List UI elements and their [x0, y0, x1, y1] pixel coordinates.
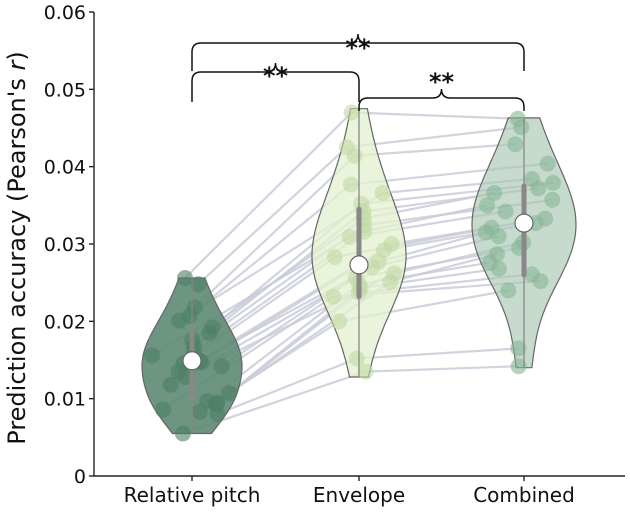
data-point — [544, 191, 561, 208]
data-point — [382, 273, 399, 290]
x-tick-label: Envelope — [313, 483, 405, 507]
data-point — [507, 136, 524, 153]
y-tick-label: 0.03 — [44, 234, 86, 256]
data-point — [500, 282, 517, 299]
data-point — [510, 358, 527, 375]
significance-label: ** — [345, 34, 371, 62]
data-point — [477, 224, 494, 241]
data-point — [497, 203, 514, 220]
data-point — [357, 363, 374, 380]
y-tick-label: 0.02 — [44, 311, 86, 333]
data-point — [177, 270, 193, 286]
data-point — [171, 312, 188, 329]
data-point — [346, 147, 363, 164]
significance-label: ** — [429, 68, 455, 96]
y-axis-label-main: Prediction accuracy (Pearson's — [3, 71, 31, 445]
x-tick-label: Relative pitch — [124, 483, 261, 507]
y-tick-label: 0 — [74, 466, 86, 488]
data-point — [486, 185, 503, 201]
data-point — [326, 249, 343, 266]
data-point — [201, 324, 218, 341]
data-points — [144, 104, 561, 442]
data-point — [532, 273, 549, 290]
median-marker — [349, 255, 369, 275]
data-point — [343, 104, 360, 121]
y-axis-label-italic: r — [3, 59, 31, 71]
data-point — [490, 228, 507, 245]
data-point — [209, 406, 226, 423]
data-point — [490, 260, 507, 277]
y-axis-label: Prediction accuracy (Pearson's r) — [3, 51, 31, 444]
data-point — [341, 229, 358, 245]
data-point — [348, 350, 365, 367]
data-point — [510, 340, 527, 357]
y-axis-label-close: ) — [3, 51, 31, 60]
significance-label: ** — [263, 62, 289, 90]
significance-bracket — [191, 62, 360, 102]
data-point — [374, 185, 391, 201]
data-point — [190, 276, 207, 293]
data-point — [342, 176, 359, 193]
data-point — [325, 288, 342, 305]
median-marker — [182, 351, 202, 371]
y-tick-label: 0.04 — [44, 157, 86, 179]
data-point — [162, 376, 179, 393]
data-point — [213, 358, 230, 375]
median-marker — [514, 213, 534, 233]
data-point — [539, 155, 556, 172]
data-point — [144, 347, 160, 364]
data-point — [221, 385, 238, 402]
significance-brackets: ** ** ** — [191, 33, 525, 111]
data-point — [545, 174, 561, 191]
data-point — [530, 180, 547, 197]
significance-bracket — [191, 33, 525, 71]
significance-bracket — [358, 88, 525, 111]
data-point — [331, 313, 348, 330]
data-point — [479, 197, 496, 214]
data-point — [513, 119, 530, 136]
y-tick-label: 0.01 — [44, 389, 86, 411]
x-tick-label: Combined — [473, 483, 575, 507]
y-tick-label: 0.05 — [44, 79, 86, 101]
data-point — [155, 401, 171, 418]
y-tick-label: 0.06 — [44, 2, 86, 24]
box-plots — [182, 108, 534, 434]
data-point — [191, 403, 208, 420]
data-point — [174, 425, 191, 442]
